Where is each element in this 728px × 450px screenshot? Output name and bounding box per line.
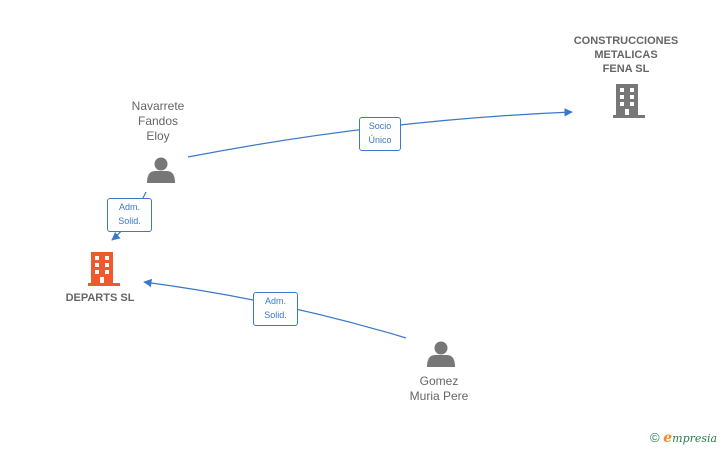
person-label-gomez[interactable]: Gomez Muria Pere xyxy=(409,374,469,403)
building-icon-highlighted[interactable] xyxy=(88,252,120,286)
person-label-navarrete[interactable]: Navarrete Fandos Eloy xyxy=(131,99,185,143)
empresia-logo: empresia xyxy=(663,430,718,446)
edge-label-adm-gomez: Adm. Solid. xyxy=(253,292,298,326)
company-label-departs[interactable]: DEPARTS SL xyxy=(65,292,135,304)
copyright-symbol: © xyxy=(650,430,660,445)
building-icon[interactable] xyxy=(613,84,645,118)
footer-brand: © empresia xyxy=(650,430,717,446)
person-icon[interactable] xyxy=(427,341,455,368)
person-icon[interactable] xyxy=(147,157,175,184)
company-label-construcciones[interactable]: CONSTRUCCIONES METALICAS FENA SL xyxy=(573,35,679,75)
edge-label-socio-unico: Socio Único xyxy=(359,117,401,151)
edge-label-adm-navarrete: Adm. Solid. xyxy=(107,198,152,232)
